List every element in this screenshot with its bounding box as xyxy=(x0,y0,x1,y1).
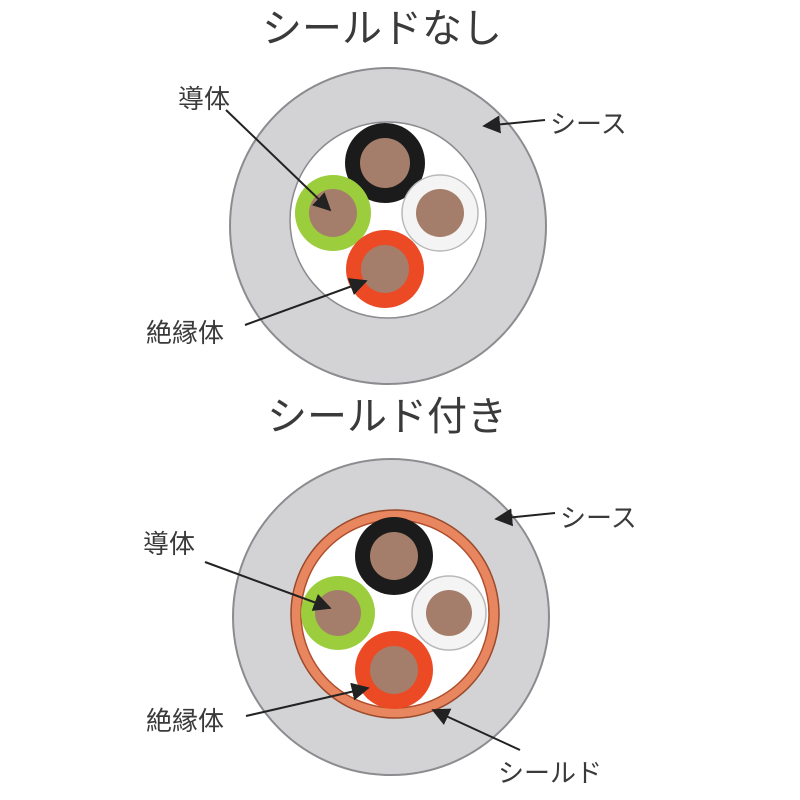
conductor xyxy=(315,590,361,636)
conductor xyxy=(426,590,472,636)
core-red xyxy=(355,631,433,709)
core-white xyxy=(401,174,479,252)
core-black xyxy=(345,123,425,203)
sheath-label: シース xyxy=(560,504,637,534)
conductor xyxy=(361,245,409,293)
sheath-label: シース xyxy=(550,110,627,140)
conductor xyxy=(416,189,464,237)
insulation-label: 絶縁体 xyxy=(146,319,224,349)
conductor xyxy=(370,532,418,580)
sheath-arrow xyxy=(494,508,556,527)
conductor-arrow xyxy=(204,561,332,611)
conductor xyxy=(370,646,418,694)
conductor-arrow xyxy=(225,109,332,212)
core-green xyxy=(301,576,375,650)
shielded-cable-group: シールド付き 導体 シース 絶縁体 シールド xyxy=(143,394,637,789)
insulation-label: 絶縁体 xyxy=(146,707,224,737)
core-black xyxy=(355,517,433,595)
filler xyxy=(289,121,487,319)
unshielded-title: シールドなし xyxy=(262,6,502,52)
conductor-label: 導体 xyxy=(143,530,195,560)
insulation-arrow xyxy=(245,682,370,717)
insulation-arrow xyxy=(244,278,368,326)
sheath-arrow xyxy=(482,115,546,134)
shield-label: シールド xyxy=(498,759,602,789)
conductor xyxy=(360,138,410,188)
core-red xyxy=(346,230,424,308)
shielded-title: シールド付き xyxy=(267,394,507,440)
shield-arrow xyxy=(431,708,521,751)
conductor-label: 導体 xyxy=(178,85,230,115)
core-white xyxy=(411,575,487,651)
unshielded-cable-group: シールドなし 導体 シース 絶縁体 xyxy=(146,6,627,385)
